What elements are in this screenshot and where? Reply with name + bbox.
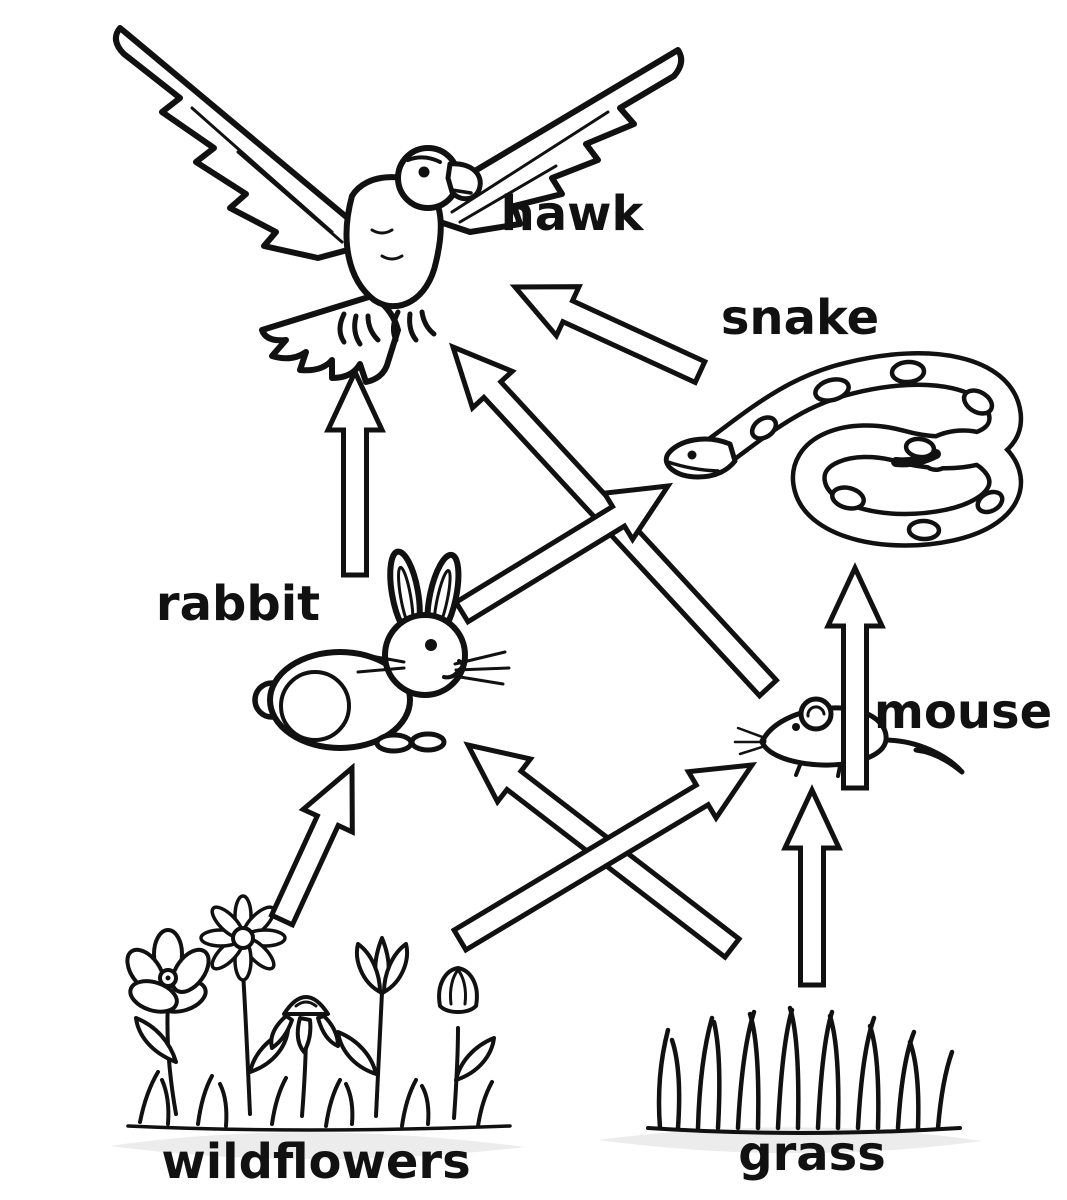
- arrow-wildflowers-to-mouse: [450, 761, 758, 954]
- arrow-snake-to-hawk: [509, 284, 709, 386]
- hawk-label: hawk: [501, 186, 645, 242]
- ground-shadow-right: [598, 1127, 982, 1154]
- snake-label: snake: [721, 290, 879, 346]
- hawk-illustration: [112, 25, 685, 385]
- snake-illustration: [663, 351, 1024, 548]
- arrow-rabbit-to-snake: [452, 482, 674, 626]
- arrow-grass-to-mouse: [781, 784, 843, 988]
- rabbit-label: rabbit: [156, 576, 320, 632]
- arrow-wildflowers-to-rabbit: [268, 762, 355, 929]
- wildflowers-label: wildflowers: [161, 1134, 470, 1190]
- wildflowers-illustration: [125, 894, 512, 1132]
- arrow-mouse-to-snake: [824, 562, 886, 791]
- ground-shadow-left: [110, 1132, 525, 1160]
- arrow-rabbit-to-hawk: [324, 366, 386, 578]
- grass-label: grass: [738, 1126, 886, 1182]
- mouse-label: mouse: [874, 684, 1052, 740]
- grass-illustration: [646, 1005, 962, 1135]
- rabbit-illustration: [252, 548, 511, 754]
- arrows-layer: [268, 284, 886, 988]
